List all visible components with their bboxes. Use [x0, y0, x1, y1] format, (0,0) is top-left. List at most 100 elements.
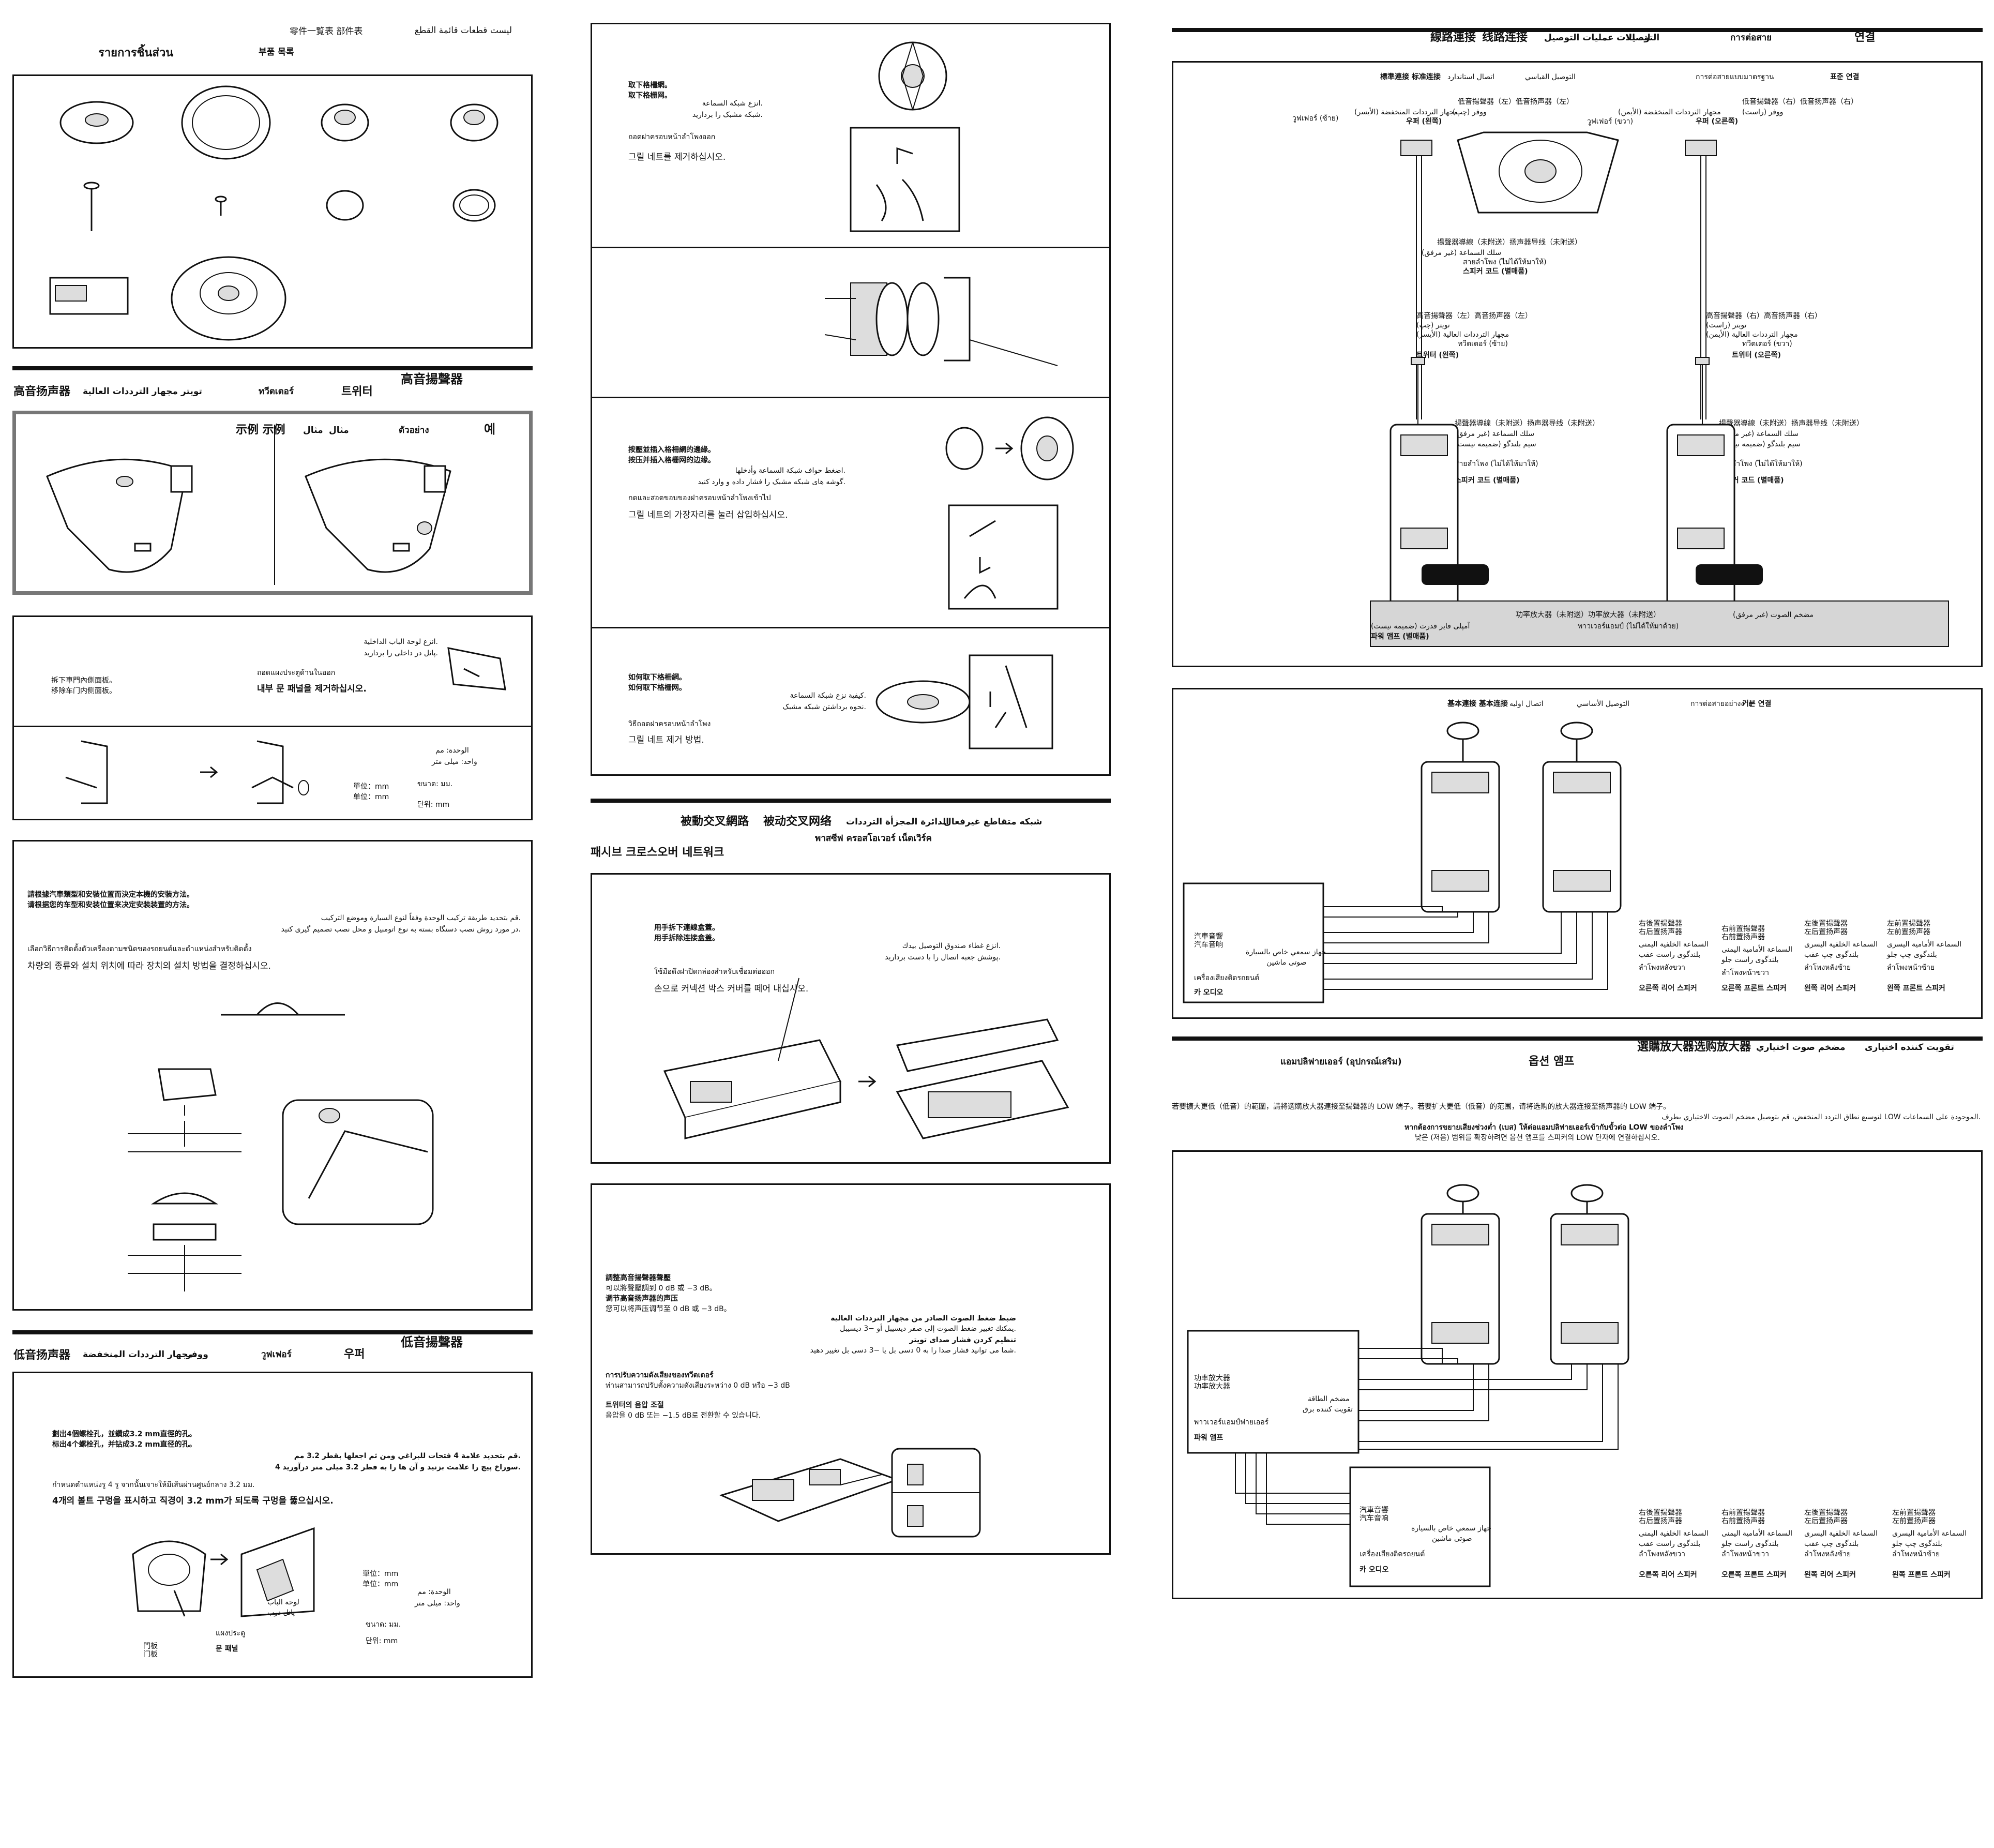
unit-ar: الوحدة: مم: [435, 746, 469, 755]
conn-header-ko: 연결: [1854, 31, 1876, 44]
opt-fl-ar: السماعة الأمامية اليسرى: [1892, 1529, 1967, 1538]
amp-ko: 파워 앰프 (별매품): [1371, 633, 1429, 641]
crossover-header-zh-cn: 被动交叉网络: [763, 815, 832, 828]
woofer-detail-icon: [1457, 131, 1619, 214]
level-zh-cn-body: 您可以将声压调节至 0 dB 或 −3 dB。: [606, 1305, 731, 1313]
box-cover-th: ใช้มือดึงฝาปิดกล่องสำหรับเชื่อมต่อออก: [654, 968, 775, 976]
fl-fa: بلندگوی چپ جلو: [1887, 951, 1937, 959]
holes-unit-zh-cn: 单位：mm: [362, 1580, 399, 1588]
clip-pry-icon: [65, 740, 108, 804]
unit-zh-cn: 单位：mm: [353, 793, 389, 801]
door-panel-fa: پانل درب: [267, 1609, 295, 1617]
option-amp-box: 功率放大器 功率放大器 مضخم الطاقة تقویت کننده برق …: [1172, 1150, 1983, 1599]
grille-insert-ko: 그릴 네트의 가장자리를 눌러 삽입하십시오.: [628, 510, 788, 520]
crossover-header-fa: شبکه متقاطع غیرفعال: [944, 817, 1043, 827]
woofer-icon: [171, 256, 286, 341]
amp-zh: 功率放大器（未附送）功率放大器（未附送）: [1516, 611, 1660, 619]
option-ko: 옵션 앰프: [1529, 1055, 1575, 1068]
fl-ar: السماعة الأمامية اليسرى: [1887, 940, 1962, 949]
grille-insert-th: กดและสอดขอบของฝาครอบหน้าลำโพงเข้าไป: [628, 494, 771, 502]
woofer-header-th: วูฟเฟอร์: [261, 1349, 292, 1360]
rl-th: ลำโพงหลังซ้าย: [1804, 964, 1851, 972]
holes-unit-th: ขนาด: มม.: [366, 1620, 401, 1629]
box-cover-ko: 손으로 커넥션 박스 커버를 떼어 내십시오.: [654, 984, 809, 994]
woofer-l-fa: ووفر (چپ): [1453, 108, 1487, 116]
method-box: 請根據汽車類型和安裝位置而決定本機的安裝方法。 请根据您的车型和安装位置来决定安…: [12, 840, 533, 1311]
cord-zh-1: 揚聲器導線（未附送）扬声器导线（未附送）: [1437, 238, 1582, 247]
wire-lines: [1323, 906, 1608, 990]
level-ko-title: 트위터의 음압 조절: [606, 1401, 664, 1409]
power-amp-fa: تقویت کننده برق: [1303, 1405, 1353, 1414]
woofer-r-fa: ووفر (راست): [1742, 108, 1784, 116]
opt-rr-ar: السماعة الخلفية اليمنى: [1639, 1529, 1709, 1538]
door-panel-ko: 문 패널: [216, 1645, 238, 1653]
level-illustrations: [719, 1448, 981, 1538]
option-zh-tw: 選購放大器: [1637, 1041, 1695, 1054]
cord-ko-2: 스피커 코드 (별매품): [1455, 476, 1520, 485]
fr-th: ลำโพงหน้าขวา: [1721, 969, 1769, 977]
fr-ar: السماعة الأمامية اليمنى: [1721, 945, 1792, 954]
car-audio-th: เครื่องเสียงติดรถยนต์: [1194, 974, 1260, 982]
woofer-r-ar: مجهار الترددات المنخفضة (الأيمن): [1618, 108, 1721, 116]
unit-fa: واحد: میلی متر: [432, 758, 477, 766]
car-audio-box-icon: [1183, 882, 1324, 1003]
amp-bar: 功率放大器（未附送）功率放大器（未附送） مضخم الصوت (غير مرف…: [1370, 600, 1949, 647]
tweeter-surface-mount-icon: [221, 1002, 345, 1016]
panel-removal-ko: 내부 문 패널을 제거하십시오.: [257, 684, 367, 694]
basic-th: การต่อสายอย่างง่าย: [1690, 700, 1753, 708]
method-zh-tw: 請根據汽車類型和安裝位置而決定本機的安裝方法。: [27, 891, 194, 899]
option-th: แอมปลิฟายเออร์ (อุปกรณ์เสริม): [1280, 1057, 1402, 1067]
grille-remove-fa: شبکه مشبک را بردارید.: [692, 111, 763, 119]
cord-fa-2: سیم بلندگو (ضمیمه نیست): [1455, 440, 1536, 448]
crossover-a-icon: [1421, 761, 1500, 913]
rr-ko: 오른쪽 리어 스피커: [1639, 984, 1697, 993]
opt-rl-ko: 왼쪽 리어 스피커: [1804, 1571, 1856, 1579]
grille-remove-ar: انزع شبكة السماعة.: [702, 99, 763, 108]
crossover-divider: [591, 799, 1111, 803]
holes-th: กำหนดตำแหน่งรู 4 รู จากนั้นเจาะให้มีเส้น…: [52, 1481, 255, 1489]
opt-fr-zh: 右前置揚聲器 右前置扬声器: [1721, 1509, 1765, 1526]
grille-how-ko: 그릴 네트 제거 방법.: [628, 735, 704, 745]
power-amp-box-icon: [1187, 1330, 1359, 1454]
std-ar: التوصيل القياسي: [1525, 73, 1576, 81]
tweeter-grille-part-icon: [59, 101, 134, 144]
cap-icon: [326, 190, 364, 221]
opt-rr-zh: 右後置揚聲器 右后置扬声器: [1639, 1509, 1682, 1526]
method-fa: در مورد روش نصب دستگاه بسته به نوع اتومب…: [281, 925, 521, 934]
power-amp-ko: 파워 앰프: [1194, 1434, 1223, 1442]
tweeter-left-icon: [1411, 357, 1425, 425]
std-zh: 標準連接 标准连接: [1380, 73, 1441, 81]
box-cover-illustrations: [663, 978, 1069, 1139]
amp-th: พาวเวอร์แอมป์ (ไม่ได้ให้มาด้วย): [1578, 622, 1679, 630]
panel-removal-ar: انزع لوحة الباب الداخلية.: [364, 638, 438, 646]
car-audio-ko: 카 오디오: [1194, 988, 1223, 997]
opt-car-audio-zh: 汽車音響 汽车音响: [1359, 1506, 1388, 1523]
level-zh-tw-title: 調整高音揚聲器聲壓: [606, 1274, 671, 1282]
basic-wiring-diagram: [1183, 722, 1622, 1003]
grille-how-ar: كيفية نزع شبكة السماعة.: [790, 692, 866, 700]
cord-ar-2: سلك السماعة (غير مرفق): [1455, 430, 1535, 438]
grille-illustrations: [824, 41, 1074, 749]
woofer-header-ar: مجهار الترددات المنخفضة: [83, 1349, 194, 1360]
tweeter-divider: [12, 366, 533, 370]
opt-rl-ar: السماعة الخلفية اليسرى: [1804, 1529, 1878, 1538]
rca-wire-lines: [1235, 1453, 1350, 1525]
option-divider: [1172, 1036, 1983, 1041]
option-text-ar: لتوسيع نطاق التردد المنخفض، قم بتوصيل مض…: [1661, 1113, 1981, 1121]
crossover-box-closed-icon: [663, 978, 842, 1139]
panel-removal-fa: پانل در داخلی را بردارید.: [364, 649, 438, 657]
option-text-ko: 낮은 (저음) 범위를 확장하려면 옵션 앰프를 스피커의 LOW 단자에 연결…: [1415, 1134, 1660, 1142]
woofer-left-icon: [1400, 140, 1432, 419]
panel-removal-zh-tw: 拆下車門內側面板。: [51, 677, 116, 685]
flush-mount-detail-icon: [282, 1099, 434, 1225]
opt-car-audio-th: เครื่องเสียงติดรถยนต์: [1359, 1550, 1425, 1558]
ring-cap-icon: [452, 189, 496, 222]
basic-fa: اتصال اولیه: [1509, 700, 1544, 708]
tweeter-r-fa: تویتر (راست): [1706, 321, 1747, 329]
connection-divider: [1172, 28, 1983, 32]
woofer-r-th: วูฟเฟอร์ (ขวา): [1587, 117, 1634, 126]
box-cover-ar: انزع غطاء صندوق التوصيل بيدك.: [902, 942, 1001, 950]
grille-how-fa: نحوه برداشتن شبکه مشبک.: [782, 703, 866, 711]
grille-how-zh-cn: 如何取下格栅网。: [628, 684, 686, 692]
tweeter-top-right-icon: [1560, 722, 1593, 762]
